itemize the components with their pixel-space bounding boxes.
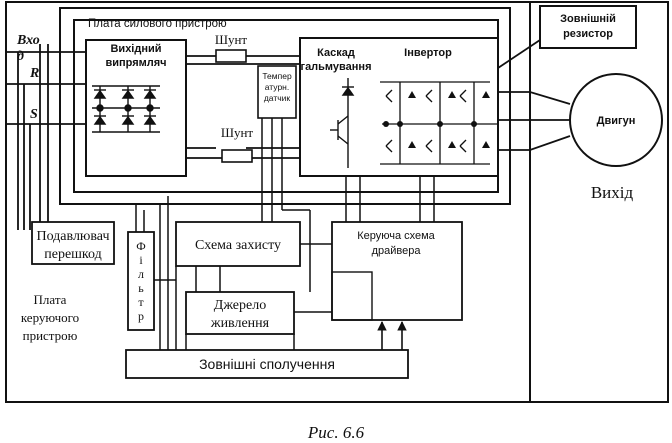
temperature-sensor-label-line2: атурн. <box>265 82 289 92</box>
suppressor-label-line1: Подавлювач <box>36 229 109 244</box>
power-board-label: Плата силового пристрою <box>88 18 227 30</box>
driver-input-arrows <box>377 321 407 350</box>
power-board-frame-outer <box>59 7 511 205</box>
input-phase-lines <box>6 44 86 230</box>
temperature-sensor-label-line3: датчик <box>264 93 291 103</box>
rectifier-block <box>85 39 187 177</box>
filter-block <box>127 231 155 331</box>
outer-frame <box>5 1 669 403</box>
temperature-sensor-label-line1: Темпер <box>262 71 292 81</box>
input-title-part1: Вхо <box>16 33 40 48</box>
inverter-label: Інвертор <box>404 47 452 59</box>
control-interconnects <box>135 118 435 350</box>
brake-label-line1: Каскад <box>317 47 355 59</box>
filter-letter: Ф <box>136 239 145 253</box>
motor-label: Двигун <box>597 115 636 127</box>
inverter-block <box>299 37 499 177</box>
protection-label: Схема захисту <box>195 238 281 253</box>
rectifier-diode-bridge <box>92 85 160 133</box>
suppressor-block <box>31 221 115 265</box>
rectifier-label-line2: випрямляч <box>105 57 166 69</box>
brake-transistor-circuit <box>330 78 355 168</box>
filter-letter: ь <box>138 281 144 295</box>
control-board-label-line3: пристрою <box>23 328 78 343</box>
filter-letter: т <box>138 295 144 309</box>
external-resistor-label-line1: Зовнішній <box>560 13 616 25</box>
rectifier-label-line1: Вихідний <box>110 43 161 55</box>
driver-label-line2: драйвера <box>372 245 422 257</box>
motor-wires <box>497 30 571 151</box>
figure-caption: Рис. 6.6 <box>307 423 365 442</box>
driver-sub-block <box>331 271 373 321</box>
driver-label-line1: Керуюча схема <box>357 230 435 242</box>
brake-label-line2: гальмування <box>300 61 371 73</box>
motor-circle <box>569 73 663 167</box>
driver-block <box>331 221 463 321</box>
power-supply-label-line1: Джерело <box>214 298 266 313</box>
control-board-label-line1: Плата <box>34 292 67 307</box>
external-resistor-block <box>539 5 637 49</box>
filter-letter: л <box>138 267 144 281</box>
filter-letter: і <box>139 253 143 267</box>
output-label: Вихід <box>591 183 634 202</box>
power-supply-block <box>185 291 295 335</box>
suppressor-label-line2: перешкод <box>44 247 102 262</box>
shunt-bottom-label: Шунт <box>221 125 254 140</box>
external-connections-label: Зовнішні сполучення <box>199 356 335 372</box>
shunt-bottom <box>221 149 253 163</box>
external-resistor-label-line2: резистор <box>563 28 613 40</box>
inverter-diodes <box>383 91 490 148</box>
power-supply-label-line2: живлення <box>210 316 270 331</box>
control-board-label-line2: керуючого <box>21 310 79 325</box>
shunt-top <box>215 49 247 63</box>
input-title-part2: д <box>17 49 24 64</box>
filter-letter: р <box>138 309 144 323</box>
shunt-top-label: Шунт <box>215 32 248 47</box>
phase-s-label: S <box>30 107 38 122</box>
phase-r-label: R <box>29 66 39 81</box>
temperature-sensor-block <box>257 65 297 119</box>
external-connections-block <box>125 349 409 379</box>
